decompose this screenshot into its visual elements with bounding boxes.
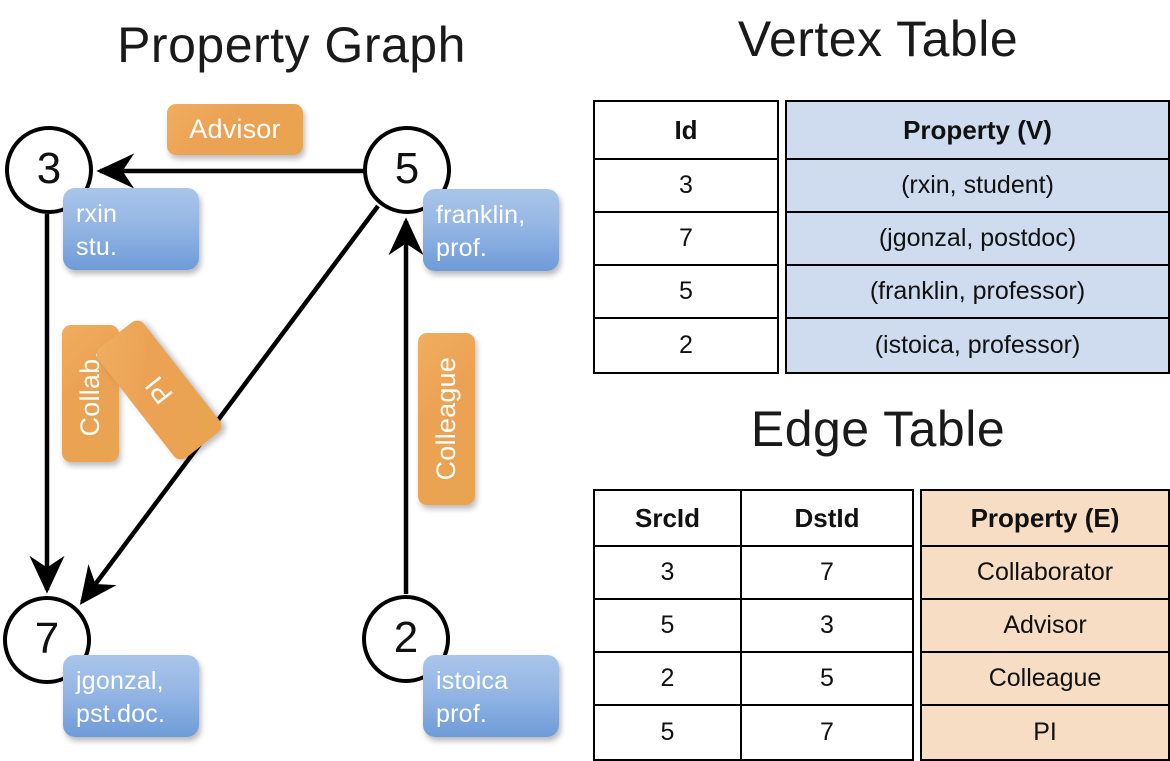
property-graph-diagram: 3 rxin stu. 5 franklin, prof. 7 jgonzal,… [0,0,583,760]
page-title-vertex-table: Vertex Table [737,11,1019,67]
edge-label-colleague-text: Colleague [431,357,461,481]
edge-label-advisor-text: Advisor [189,114,281,144]
edge-label-advisor: Advisor [167,104,303,155]
graph-node-5-property-line-2: prof. [436,234,488,262]
graph-node-2-property-line-2: prof. [436,700,488,728]
edge-label-pi-text: PI [138,370,179,410]
edge-table-cell-property-1: Advisor [922,600,1168,653]
edge-table: SrcId 3 5 2 5 DstId 7 3 5 7 Property (E)… [593,489,1170,761]
vertex-table-cell-id-3: 2 [595,319,777,372]
vertex-table-column-id: Id 3 7 5 2 [593,100,779,374]
graph-node-3-property-line-2: stu. [76,233,118,261]
vertex-table: Id 3 7 5 2 Property (V) (rxin, student) … [593,100,1170,374]
edge-table-cell-dstid-0: 7 [742,547,912,600]
edge-table-column-dstid: DstId 7 3 5 7 [742,489,914,761]
edge-table-cell-property-0: Collaborator [922,547,1168,600]
edge-table-header-dstid: DstId [742,491,912,547]
graph-node-7-id: 7 [34,614,60,663]
graph-node-3-property-box: rxin stu. [63,188,199,270]
graph-node-7-property-line-2: pst.doc. [76,700,166,728]
edge-table-column-property: Property (E) Collaborator Advisor Collea… [920,489,1170,761]
edge-table-cell-dstid-1: 3 [742,600,912,653]
edge-table-cell-srcid-3: 5 [595,706,740,759]
graph-node-5[interactable]: 5 [363,126,451,214]
graph-node-5-property-line-1: franklin, [436,201,526,229]
graph-node-5-id: 5 [394,144,420,193]
graph-edge-arrows [29,153,424,605]
vertex-table-cell-id-2: 5 [595,266,777,319]
vertex-table-cell-id-1: 7 [595,213,777,266]
edge-table-header-property: Property (E) [922,491,1168,547]
vertex-table-cell-property-3: (istoica, professor) [787,319,1168,372]
vertex-table-header-property: Property (V) [787,102,1168,160]
vertex-table-cell-property-1: (jgonzal, postdoc) [787,213,1168,266]
graph-node-5-property-box: franklin, prof. [423,189,559,271]
graph-node-2-property-box: istoica prof. [423,655,559,737]
page-title-edge-table: Edge Table [750,401,1006,457]
graph-node-2-property-line-1: istoica [436,667,509,695]
vertex-table-cell-property-0: (rxin, student) [787,160,1168,213]
edge-table-cell-srcid-0: 3 [595,547,740,600]
edge-table-cell-dstid-2: 5 [742,653,912,706]
graph-node-2-id: 2 [393,613,419,662]
graph-node-7-property-box: jgonzal, pst.doc. [63,655,199,737]
graph-node-3-property-line-1: rxin [76,200,118,228]
graph-node-3-id: 3 [36,144,62,193]
vertex-table-cell-id-0: 3 [595,160,777,213]
graph-node-2[interactable]: 2 [362,595,450,683]
vertex-table-header-id: Id [595,102,777,160]
edge-table-cell-property-3: PI [922,706,1168,759]
edge-table-cell-srcid-1: 5 [595,600,740,653]
edge-label-colleague: Colleague [418,333,475,505]
page-title-property-graph: Property Graph [117,17,466,73]
edge-table-header-srcid: SrcId [595,491,740,547]
edge-table-cell-dstid-3: 7 [742,706,912,759]
edge-table-cell-property-2: Colleague [922,653,1168,706]
edge-table-column-srcid: SrcId 3 5 2 5 [593,489,742,761]
edge-table-cell-srcid-2: 2 [595,653,740,706]
vertex-table-column-property: Property (V) (rxin, student) (jgonzal, p… [785,100,1170,374]
edge-arrow-5-to-7 [79,204,380,605]
graph-node-7-property-line-1: jgonzal, [76,667,164,695]
vertex-table-cell-property-2: (franklin, professor) [787,266,1168,319]
